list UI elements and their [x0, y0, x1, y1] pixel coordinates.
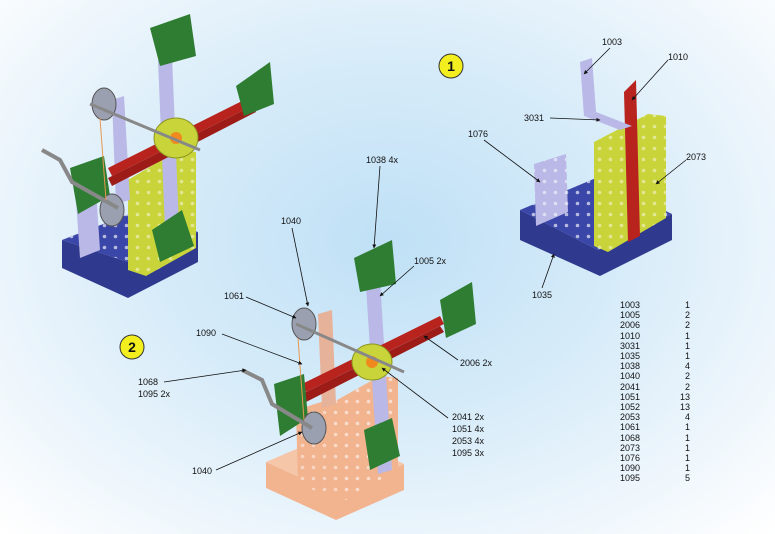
part-quantity: 4 — [684, 361, 690, 372]
part-number: 1068 — [620, 432, 641, 443]
part-quantity: 1 — [684, 340, 690, 351]
callout-1005: 1005 2x — [414, 256, 447, 266]
part-quantity: 1 — [684, 432, 690, 443]
parts-row: 1005 2 — [620, 310, 690, 320]
part-quantity: 1 — [684, 442, 690, 453]
part-number: 1052 — [620, 402, 641, 413]
parts-row: 2041 2 — [620, 382, 690, 392]
part-quantity: 1 — [684, 330, 690, 341]
parts-row: 1035 1 — [620, 351, 690, 361]
parts-row: 2006 2 — [620, 320, 690, 330]
part-quantity: 1 — [684, 463, 690, 474]
part-number: 2073 — [620, 442, 641, 453]
part-quantity: 1 — [684, 300, 690, 310]
parts-row: 1076 1 — [620, 453, 690, 463]
step2-callouts: 1038 4x 1040 1005 2x 1061 1090 2006 2x 1… — [138, 155, 493, 476]
callout-3031: 3031 — [524, 113, 544, 123]
step2-base — [266, 462, 404, 520]
part-quantity: 4 — [684, 412, 690, 423]
part-number: 1051 — [620, 391, 641, 402]
parts-row: 1010 1 — [620, 331, 690, 341]
callout-1003: 1003 — [602, 37, 622, 47]
callout-1061: 1061 — [224, 291, 244, 301]
svg-text:1: 1 — [447, 58, 455, 74]
callout-1010: 1010 — [668, 52, 688, 62]
callout-2053: 2053 4x — [452, 436, 485, 446]
parts-row: 1095 5 — [620, 473, 690, 483]
part-quantity: 2 — [684, 381, 690, 392]
callout-1090: 1090 — [196, 328, 216, 338]
parts-row: 2053 4 — [620, 412, 690, 422]
parts-row: 1040 2 — [620, 371, 690, 381]
part-quantity: 13 — [679, 402, 690, 413]
part-number: 1005 — [620, 310, 641, 321]
part-number: 2041 — [620, 381, 641, 392]
parts-row: 1052 13 — [620, 402, 690, 412]
part-quantity: 2 — [684, 320, 690, 331]
step-badge-1: 1 — [438, 53, 464, 79]
part-number: 1061 — [620, 422, 641, 433]
part-number: 2053 — [620, 412, 641, 423]
part-number: 1076 — [620, 453, 641, 464]
callout-1095-b: 1095 3x — [452, 448, 485, 458]
parts-row: 2073 1 — [620, 443, 690, 453]
svg-text:2: 2 — [128, 339, 136, 355]
step1-callouts: 1003 1010 3031 1076 2073 1035 — [468, 37, 706, 300]
part-quantity: 2 — [684, 371, 690, 382]
callout-1051: 1051 4x — [452, 424, 485, 434]
callout-1040-bottom: 1040 — [192, 466, 212, 476]
step1-red-strip — [624, 80, 640, 242]
step2-green-flange — [354, 240, 396, 292]
parts-row: 1068 1 — [620, 433, 690, 443]
parts-row: 1051 13 — [620, 392, 690, 402]
step1-lavender-bracket — [580, 58, 596, 116]
part-quantity: 5 — [684, 473, 690, 484]
completed-model — [41, 14, 274, 298]
step1-base — [520, 210, 672, 276]
callout-1076: 1076 — [468, 129, 488, 139]
part-number: 1040 — [620, 371, 641, 382]
step2-assembly — [241, 240, 476, 520]
parts-row: 1038 4 — [620, 361, 690, 371]
part-quantity: 1 — [684, 422, 690, 433]
parts-row: 1003 1 — [620, 300, 690, 310]
part-quantity: 1 — [684, 453, 690, 464]
callout-1040-top: 1040 — [281, 216, 301, 226]
part-number: 1038 — [620, 361, 641, 372]
parts-row: 3031 1 — [620, 341, 690, 351]
green-flange — [150, 14, 196, 66]
part-number: 1003 — [620, 300, 641, 310]
part-quantity: 1 — [684, 351, 690, 362]
parts-row: 1061 1 — [620, 422, 690, 432]
part-number: 1010 — [620, 330, 641, 341]
part-number: 1090 — [620, 463, 641, 474]
parts-row: 1090 1 — [620, 463, 690, 473]
callout-2073: 2073 — [686, 152, 706, 162]
callout-1035: 1035 — [532, 290, 552, 300]
part-number: 1035 — [620, 351, 641, 362]
callout-1095-a: 1095 2x — [138, 389, 171, 399]
part-number: 3031 — [620, 340, 641, 351]
part-number: 2006 — [620, 320, 641, 331]
callout-1068: 1068 — [138, 377, 158, 387]
callout-1038: 1038 4x — [366, 155, 399, 165]
step-badge-2: 2 — [119, 334, 145, 360]
part-quantity: 2 — [684, 310, 690, 321]
part-quantity: 13 — [679, 391, 690, 402]
step1-assembly — [520, 58, 672, 276]
callout-2006: 2006 2x — [460, 358, 493, 368]
callout-2041: 2041 2x — [452, 412, 485, 422]
part-number: 1095 — [620, 473, 641, 484]
